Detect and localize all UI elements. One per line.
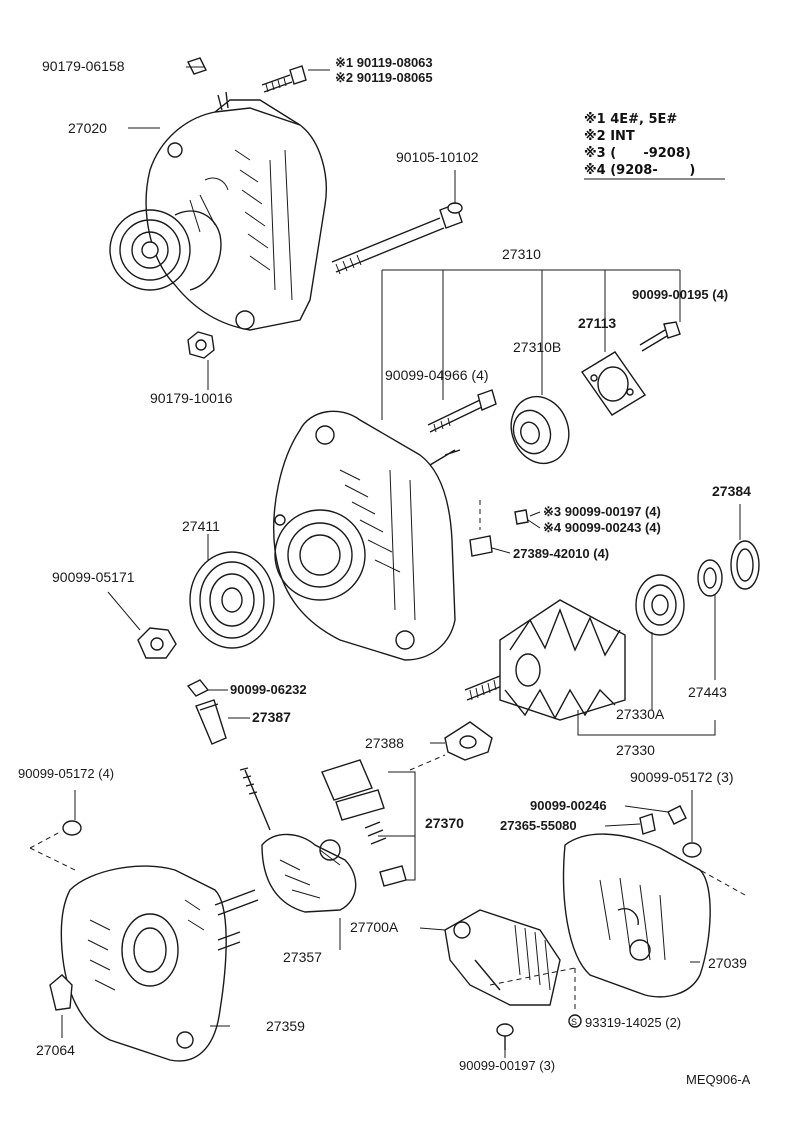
label-27365-55080: 27365-55080 bbox=[500, 818, 577, 833]
label-90099-05172-3: 90099-05172 (3) bbox=[630, 769, 734, 785]
rotor-27330 bbox=[464, 599, 626, 721]
screw-90099-00195 bbox=[639, 321, 681, 352]
nut-90099-05172-4 bbox=[62, 820, 82, 836]
note-3-mark: ※3 bbox=[584, 146, 606, 161]
label-90099-00195: 90099-00195 (4) bbox=[632, 287, 729, 302]
bolt-90119 bbox=[261, 65, 307, 93]
label-27310b: 27310B bbox=[513, 339, 562, 355]
rear-end-frame-27359 bbox=[60, 865, 259, 1062]
label-27039: 27039 bbox=[708, 955, 747, 971]
label-90099-00246: 90099-00246 bbox=[530, 798, 607, 813]
label-27357: 27357 bbox=[283, 949, 322, 965]
label-90119-08063: ※1 90119-08063 bbox=[335, 55, 433, 70]
through-bolt-90105 bbox=[331, 202, 463, 275]
pulley-27411 bbox=[189, 551, 275, 649]
label-27370: 27370 bbox=[425, 815, 464, 831]
note-3: ※3 ( -9208) bbox=[584, 146, 691, 162]
label-90099-04966: 90099-04966 (4) bbox=[385, 367, 489, 383]
note-4: ※4 (9208- ) bbox=[584, 163, 695, 179]
nut-90179-10016 bbox=[187, 331, 215, 359]
alternator-assembly-27020 bbox=[109, 91, 327, 331]
screw-90099-06232 bbox=[186, 679, 210, 697]
cover-27443 bbox=[697, 559, 723, 597]
label-90099-06232: 90099-06232 bbox=[230, 682, 307, 697]
label-90099-00197-b: 90099-00197 (3) bbox=[459, 1058, 556, 1073]
label-90119-08065: ※2 90119-08065 bbox=[335, 70, 433, 85]
label-90099-00197-a: ※3 90099-00197 (4) bbox=[543, 504, 661, 519]
screw-93319: S bbox=[568, 1014, 582, 1028]
label-27020: 27020 bbox=[68, 120, 107, 136]
terminal-27365 bbox=[639, 813, 656, 835]
note-1-mark: ※1 bbox=[584, 112, 606, 127]
label-27113: 27113 bbox=[578, 315, 617, 331]
clip-90179-06158 bbox=[187, 57, 207, 75]
bearing-27330a bbox=[635, 574, 685, 636]
seal-27384 bbox=[730, 540, 760, 590]
screw-90099-00246 bbox=[667, 805, 687, 825]
note-2-text: INT bbox=[610, 129, 635, 144]
label-27387: 27387 bbox=[252, 709, 291, 725]
svg-text:S: S bbox=[571, 1017, 577, 1027]
note-2: ※2 INT bbox=[584, 129, 635, 145]
terminal-27389 bbox=[469, 535, 493, 557]
drive-end-frame bbox=[273, 410, 461, 661]
label-90105-10102: 90105-10102 bbox=[396, 149, 479, 165]
terminal-insulator-27388 bbox=[444, 721, 493, 761]
note-4-text: (9208- ) bbox=[610, 163, 696, 178]
brush-holder-27370 bbox=[321, 759, 416, 887]
label-27359: 27359 bbox=[266, 1018, 305, 1034]
label-27389-42010: 27389-42010 (4) bbox=[513, 546, 610, 561]
bearing-27310b bbox=[510, 395, 570, 465]
label-90099-00243: ※4 90099-00243 (4) bbox=[543, 520, 661, 535]
label-27700a: 27700A bbox=[350, 919, 399, 935]
label-27384: 27384 bbox=[712, 483, 751, 499]
leader-lines bbox=[61, 66, 741, 1058]
note-3-text: ( -9208) bbox=[610, 146, 691, 161]
label-27388: 27388 bbox=[365, 735, 404, 751]
retainer-plate-27113 bbox=[580, 351, 647, 416]
screw-90099-00197-a bbox=[514, 509, 529, 525]
label-90099-05172-4: 90099-05172 (4) bbox=[18, 766, 115, 781]
screw-90099-04966 bbox=[427, 389, 497, 433]
label-93319-14025: 93319-14025 (2) bbox=[585, 1015, 682, 1030]
note-2-mark: ※2 bbox=[584, 129, 606, 144]
label-27330a: 27330A bbox=[616, 706, 665, 722]
screw-90099-00197-b bbox=[496, 1023, 514, 1050]
insulator-27064 bbox=[49, 974, 73, 1011]
note-1: ※1 4E#, 5E# bbox=[584, 112, 677, 128]
rectifier-27357 bbox=[239, 767, 357, 913]
regulator-27700a bbox=[444, 909, 561, 1006]
insulator-27387 bbox=[195, 699, 227, 745]
assembly-dashed-lines bbox=[29, 500, 746, 1012]
label-27443: 27443 bbox=[688, 684, 727, 700]
label-27411: 27411 bbox=[182, 518, 220, 534]
diagram-code: MEQ906-A bbox=[686, 1072, 751, 1087]
label-27064: 27064 bbox=[36, 1042, 75, 1058]
label-27310: 27310 bbox=[502, 246, 541, 262]
nut-90099-05172-3 bbox=[682, 842, 702, 858]
label-27330: 27330 bbox=[616, 742, 655, 758]
label-90099-05171: 90099-05171 bbox=[52, 569, 135, 585]
note-4-mark: ※4 bbox=[584, 163, 606, 178]
label-90179-06158: 90179-06158 bbox=[42, 58, 125, 74]
nut-90099-05171 bbox=[137, 627, 177, 659]
rear-cover-27039 bbox=[562, 833, 711, 998]
label-90179-10016: 90179-10016 bbox=[150, 390, 233, 406]
note-1-text: 4E#, 5E# bbox=[610, 112, 678, 127]
